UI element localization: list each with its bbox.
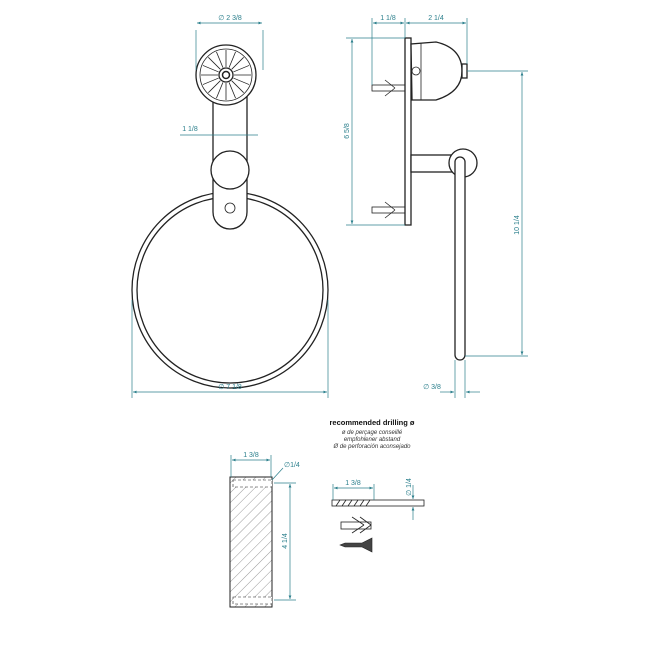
drill-bit-icon — [331, 499, 425, 507]
screw-icon — [339, 537, 373, 553]
dim-bit-drill-depth: 1 3/8 — [345, 480, 361, 487]
drilling-es: Ø de perforación aconsejado — [332, 444, 411, 450]
rosette-petal — [216, 51, 224, 68]
dim-side-rosette-depth: 2 1/4 — [428, 15, 444, 22]
ring-knob — [210, 150, 250, 190]
plate-hole — [224, 202, 236, 214]
hardware: 1 3/8 ∅ 1/4 — [331, 478, 425, 553]
rosette-petal — [228, 82, 236, 99]
drilling-title: recommended drilling ø — [329, 418, 414, 427]
wall-plug-icon — [340, 516, 372, 534]
wall-anchor-icon — [371, 79, 406, 97]
drilling-fr: ø de perçage conseillé — [342, 430, 403, 436]
rosette-petal — [228, 51, 236, 68]
rosette-petal — [231, 57, 244, 70]
rosette-petal — [202, 65, 219, 73]
rosette-petal — [231, 80, 244, 93]
rosette-petal — [208, 57, 221, 70]
dim-total-height: 10 1/4 — [514, 215, 521, 235]
drilling-de: empfohlener abstand — [344, 437, 401, 443]
rosette-petal — [216, 82, 224, 99]
dim-rod-diameter: ∅ 3/8 — [423, 384, 441, 391]
rosette-petal — [208, 80, 221, 93]
ring-rod — [454, 156, 466, 361]
dim-ring-diameter: ∅ 7 1/8 — [218, 384, 242, 391]
dim-rosette-diameter: ∅ 2 3/8 — [218, 15, 242, 22]
dim-wall-drill-depth: 1 3/8 — [243, 452, 259, 459]
drilling-note: recommended drilling ø ø de perçage cons… — [329, 418, 414, 450]
dim-bit-diameter: ∅ 1/4 — [406, 478, 413, 496]
wall-anchor-icon — [371, 201, 406, 219]
wall-plate-side — [404, 37, 412, 226]
dim-plate-width: 1 1/8 — [182, 126, 198, 133]
rosette-petal — [202, 77, 219, 85]
dim-mount-height: 6 5/8 — [344, 123, 351, 139]
rosette-side — [410, 41, 463, 101]
rosette-petal — [233, 77, 250, 85]
side-view: 1 1/8 2 1/4 6 5/8 10 1/4 ∅ 3/8 — [344, 15, 528, 398]
wall-section: 1 3/8 ∅1/4 4 1/4 — [229, 452, 300, 608]
dim-wall-hole-diameter: ∅1/4 — [284, 462, 300, 469]
dim-hole-spacing: 4 1/4 — [282, 533, 289, 549]
rosette-petal — [233, 65, 250, 73]
wall-hatch — [229, 476, 273, 608]
front-view: ∅ 2 3/8 1 1/8 ∅ 7 1/8 — [131, 15, 329, 398]
arm — [410, 154, 454, 173]
dim-side-plate-depth: 1 1/8 — [380, 15, 396, 22]
rosette-icon — [195, 44, 257, 106]
